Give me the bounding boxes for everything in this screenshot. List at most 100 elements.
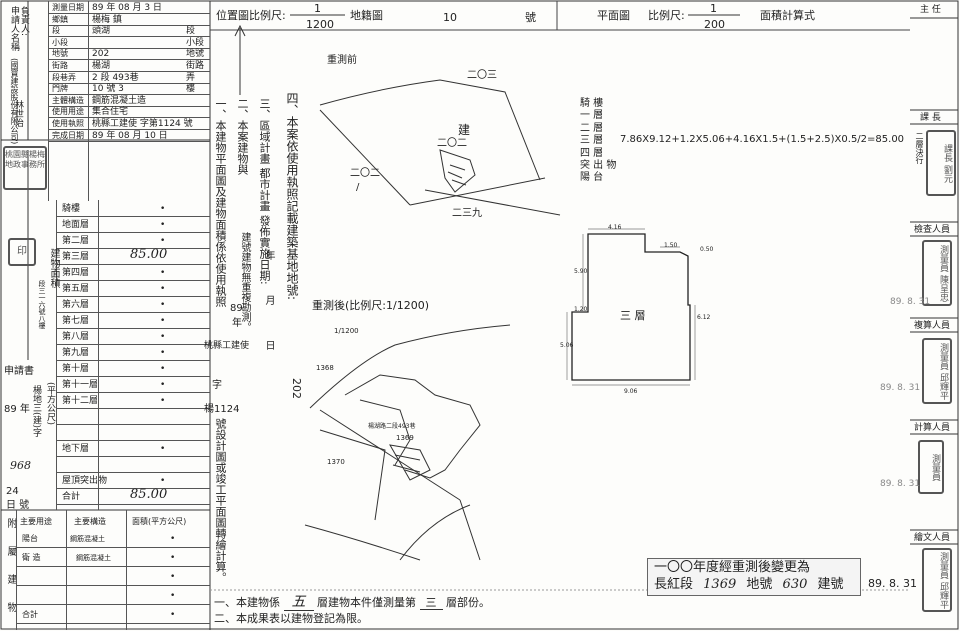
- registry-unit: 弄: [186, 72, 196, 83]
- appendix-col3: [126, 510, 127, 630]
- note-3: 三、區域計畫 都市計畫 發佈實施日期:: [258, 98, 271, 285]
- registry-unit: 樓: [186, 84, 196, 95]
- doc-num: 968: [10, 459, 31, 472]
- appendix-use-2: 衛 造: [22, 553, 41, 562]
- floor-area: •: [160, 236, 166, 246]
- area-row: 騎 樓: [580, 98, 604, 109]
- appendix-col: [16, 510, 17, 630]
- registry-rule: [48, 94, 210, 96]
- floor-area: 85.00: [130, 487, 168, 502]
- registry-unit: 地號: [186, 49, 205, 60]
- registry-value: 鋼筋混凝土造: [92, 95, 147, 106]
- plan-scale-den: 200: [704, 18, 725, 31]
- note2-tail: 建號建物無重複勘測。: [239, 232, 250, 332]
- dim-6-12: 6.12: [697, 314, 711, 321]
- note-1: 一、本建物平面圖及建物面積係依使用執照: [214, 98, 227, 307]
- floor-rule: [56, 376, 210, 377]
- floor-name: 第十層: [62, 364, 90, 374]
- before-map-lines: [319, 79, 561, 216]
- right-section-3: 複算人員: [914, 321, 951, 331]
- floor-rule: [56, 248, 210, 249]
- location-scale-label: 位置圖比例尺:: [216, 9, 286, 22]
- floor-name: 第三層: [62, 252, 90, 262]
- draft-seal: 測量員 邱輝平: [922, 548, 952, 612]
- right-section-2: 檢查人員: [914, 225, 951, 235]
- floor-name: 地下層: [62, 444, 90, 454]
- appendix-rule: [16, 585, 210, 586]
- registry-rule: [48, 24, 210, 26]
- right-section-0: 主 任: [920, 5, 941, 15]
- appendix-header: 主要用途: [20, 517, 52, 526]
- note-2: 二、本案建物與: [236, 98, 249, 175]
- inspector-seal: 測量員 陳呈忠: [922, 240, 952, 306]
- appendix-structure-2: 鋼筋混凝土: [76, 554, 111, 562]
- registry-value: 集合住宅: [92, 107, 129, 118]
- floor-rule: [56, 344, 210, 345]
- responsible-label: 負責人:: [19, 6, 29, 37]
- floor-rule: [56, 360, 210, 361]
- floor-rule: [56, 408, 210, 409]
- registry-unit: 小段: [186, 37, 205, 48]
- floor-plan-outline: [571, 233, 691, 381]
- floor-rule: [56, 296, 210, 297]
- floor-name: 第七層: [62, 316, 90, 326]
- lot-1370: 1370: [327, 458, 345, 466]
- registry-rule: [48, 71, 210, 72]
- appendix-area: •: [170, 553, 176, 563]
- unit-label: (平方公尺): [45, 382, 55, 426]
- floor-area: •: [160, 316, 166, 326]
- floor-rule: [56, 456, 210, 457]
- right-section-1: 課 長: [920, 113, 941, 123]
- floor-name: 屋頂突出物: [62, 476, 108, 486]
- doc-year: 89 年: [4, 404, 30, 415]
- registry-value: 89 年 08 月 3 日: [92, 3, 162, 13]
- floor-name: 合計: [62, 492, 81, 502]
- after-map-title: 重測後(比例尺:1/1200): [312, 299, 429, 312]
- dim-5-06: 5.06: [560, 342, 574, 349]
- floor-rule: [56, 392, 210, 393]
- note1-tail: 號設計圖或竣工平面圖轉繪計算。: [214, 418, 227, 583]
- dim-9-06: 9.06: [624, 388, 638, 395]
- appendix-header: 主要構造: [74, 517, 106, 526]
- floors-label: 建物面積: [48, 248, 59, 288]
- chief-note: 二層決行: [915, 132, 924, 164]
- floor-rule: [56, 424, 210, 425]
- floor-name: 第五層: [62, 284, 90, 294]
- appendix-structure: 鋼筋混凝土: [70, 535, 105, 543]
- floor-area: •: [160, 396, 166, 406]
- appendix-rule: [16, 604, 210, 605]
- location-scale-num: 1: [314, 2, 321, 15]
- floor-name: 第九層: [62, 348, 90, 358]
- calc-seal: 測量員: [918, 440, 944, 494]
- area-row: 突 出 物: [580, 160, 617, 171]
- registry-rule: [48, 105, 210, 107]
- floor-rule: [56, 312, 210, 313]
- floor-name: 第十一層: [62, 380, 99, 390]
- date-recheck: 89. 8. 31: [880, 383, 921, 393]
- appendix-rule: [16, 566, 210, 567]
- note1-year: 89: [230, 303, 243, 314]
- dim-5-90: 5.90: [574, 268, 588, 275]
- registry-label: 測量日期: [52, 3, 84, 12]
- chief-seal: 課長 劉元: [926, 130, 956, 196]
- appendix-rule: [16, 547, 210, 548]
- note-4: 四、本案依使用執照記載建築基地地號:: [285, 92, 299, 301]
- after-map-scale: 1/1200: [334, 327, 359, 335]
- registry-unit: 街路: [186, 61, 205, 71]
- floor-name: 第六層: [62, 300, 90, 310]
- appendix-label: 附屬建物: [5, 518, 16, 630]
- registry-value: 楊湖: [92, 61, 111, 71]
- floor-area: •: [160, 444, 166, 454]
- dim-4-16: 4.16: [608, 224, 622, 231]
- reg-col-line: [48, 1, 49, 201]
- registry-label: 地號: [52, 49, 68, 59]
- bottom-note-1: 一、本建物係 五 層建物本件僅測量第 三 層部份。: [214, 594, 490, 611]
- floor-area: •: [160, 364, 166, 374]
- floor-area: •: [160, 204, 166, 214]
- registry-value: 2 段 493巷: [92, 72, 139, 83]
- lot-1369: 1369: [396, 434, 414, 442]
- floor-area: •: [160, 220, 166, 230]
- floor-name: 第八層: [62, 332, 90, 342]
- stamp-date: 89. 8. 31: [868, 577, 917, 590]
